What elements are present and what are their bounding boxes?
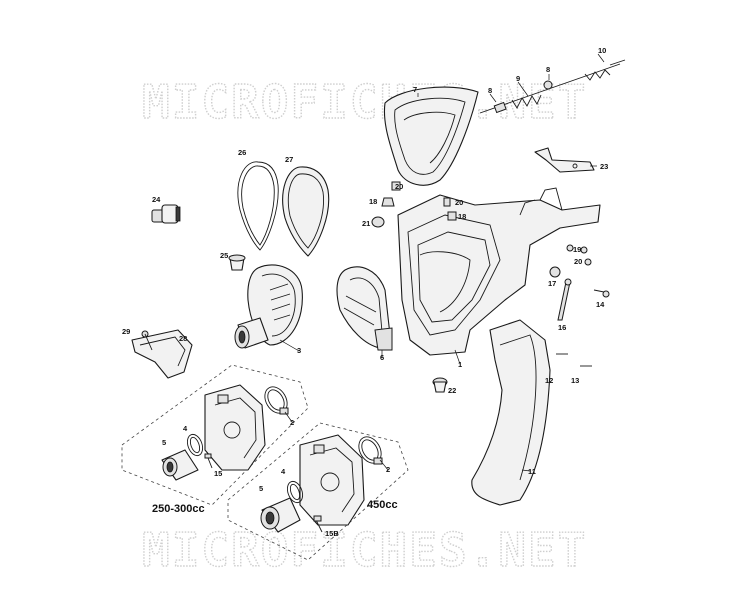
callout-7: 7 [413,85,417,94]
callout-23: 23 [600,162,608,171]
callout-26: 26 [238,148,246,157]
filter-cage [336,266,393,351]
callout-24: 24 [152,195,161,204]
callout-25: 25 [220,251,228,260]
carburetor-450cc [299,434,365,526]
callout-2-upper: 2 [290,418,294,427]
callout-28: 28 [179,334,187,343]
callout-15b: 15B [325,529,339,538]
airbox-fasteners [371,181,610,367]
callout-18-b: 18 [458,212,466,221]
callout-13: 13 [571,376,579,385]
callout-5-small: 5 [162,438,166,447]
filter-bolt-assembly [479,59,626,114]
filter-seal-ring [237,161,279,251]
callout-2-lower: 2 [386,465,390,474]
callout-14: 14 [596,300,605,309]
filter-gasket [282,166,330,257]
callout-5-large: 5 [259,484,263,493]
drain-grommet [432,377,448,393]
callout-29: 29 [122,327,130,336]
callout-10: 10 [598,46,606,55]
watermark-top: MICROFICHES.NET [142,75,587,129]
bracket [534,147,595,173]
intake-manifold-250-300cc [161,449,199,481]
callout-8-top: 8 [546,65,550,74]
callout-3: 3 [297,346,301,355]
callout-21: 21 [362,219,370,228]
callout-1: 1 [458,360,462,369]
throttle-cable-bracket [131,329,193,379]
airbox [397,187,601,356]
callout-16: 16 [558,323,566,332]
callout-22: 22 [448,386,456,395]
callout-4-large: 4 [281,467,286,476]
hose-clamp-upper [264,386,289,415]
intake-boot-cage [234,264,303,349]
label-250-300cc: 250-300cc [152,503,205,515]
callout-12: 12 [545,376,553,385]
callout-11: 11 [528,467,536,476]
leader-lines [279,53,605,472]
label-450cc: 450cc [367,499,398,511]
callouts: 10 8 9 7 8 26 27 23 20 18 20 18 24 21 25… [122,46,608,538]
watermark-bottom: MICROFICHES.NET [142,523,587,577]
callout-20-b: 20 [455,198,463,207]
group-box-450cc [227,422,409,561]
callout-27: 27 [285,155,293,164]
callout-17: 17 [548,279,556,288]
callout-19: 19 [573,245,581,254]
callout-4-small: 4 [183,424,188,433]
manifold-bolt-450cc [313,515,323,533]
intake-clamp-450cc [286,480,304,504]
manifold-bolt-250-300cc [204,453,213,469]
callout-20-c: 20 [574,257,582,266]
cap-plug [228,254,246,271]
callout-9: 9 [516,74,520,83]
callout-15: 15 [214,469,222,478]
intake-manifold-450cc [260,497,301,533]
breather-fitting [151,204,181,224]
callout-8-bottom: 8 [488,86,492,95]
carburetor-250-300cc [204,384,266,471]
rear-fender [471,319,551,506]
callout-6: 6 [380,353,384,362]
callout-18-a: 18 [369,197,377,206]
air-filter [383,86,479,186]
hose-clamp-lower [358,436,383,465]
callout-20-a: 20 [395,182,403,191]
intake-clamp-250-300cc [186,433,204,457]
